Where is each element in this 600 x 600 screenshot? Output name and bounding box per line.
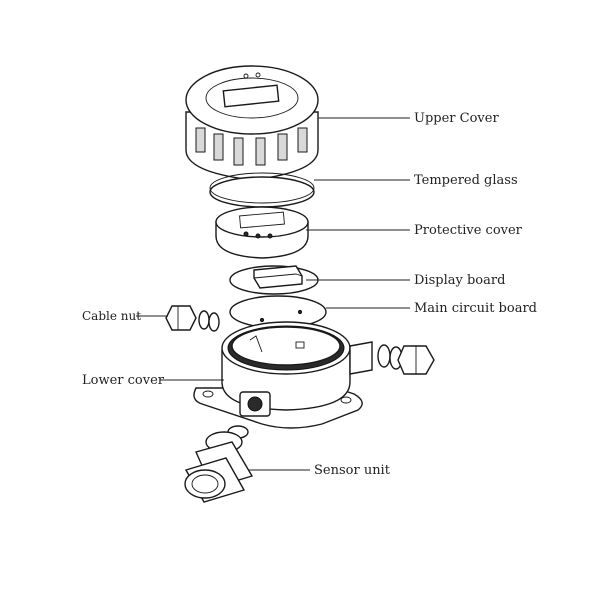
sensor-unit-part: [184, 425, 254, 503]
cable-nut-left-part: [165, 305, 220, 332]
label-upper-cover: Upper Cover: [414, 111, 499, 126]
display-board-part: [229, 265, 319, 295]
lower-cover-part: [193, 321, 363, 429]
label-sensor-unit: Sensor unit: [314, 463, 391, 478]
main-circuit-board-part: [229, 295, 327, 329]
label-cable-nut: Cable nut: [82, 309, 141, 323]
label-display-board: Display board: [414, 273, 505, 288]
label-protective-cover: Protective cover: [414, 223, 523, 238]
label-lower-cover: Lower cover: [82, 373, 165, 388]
upper-cover-part: [185, 65, 319, 181]
leader-lines: [136, 117, 410, 471]
tempered-glass-part: [209, 172, 315, 208]
protective-cover-part: [215, 206, 309, 259]
label-main-circuit-board: Main circuit board: [414, 301, 537, 316]
label-tempered-glass: Tempered glass: [414, 173, 518, 188]
cable-nut-right-part: [349, 341, 435, 375]
